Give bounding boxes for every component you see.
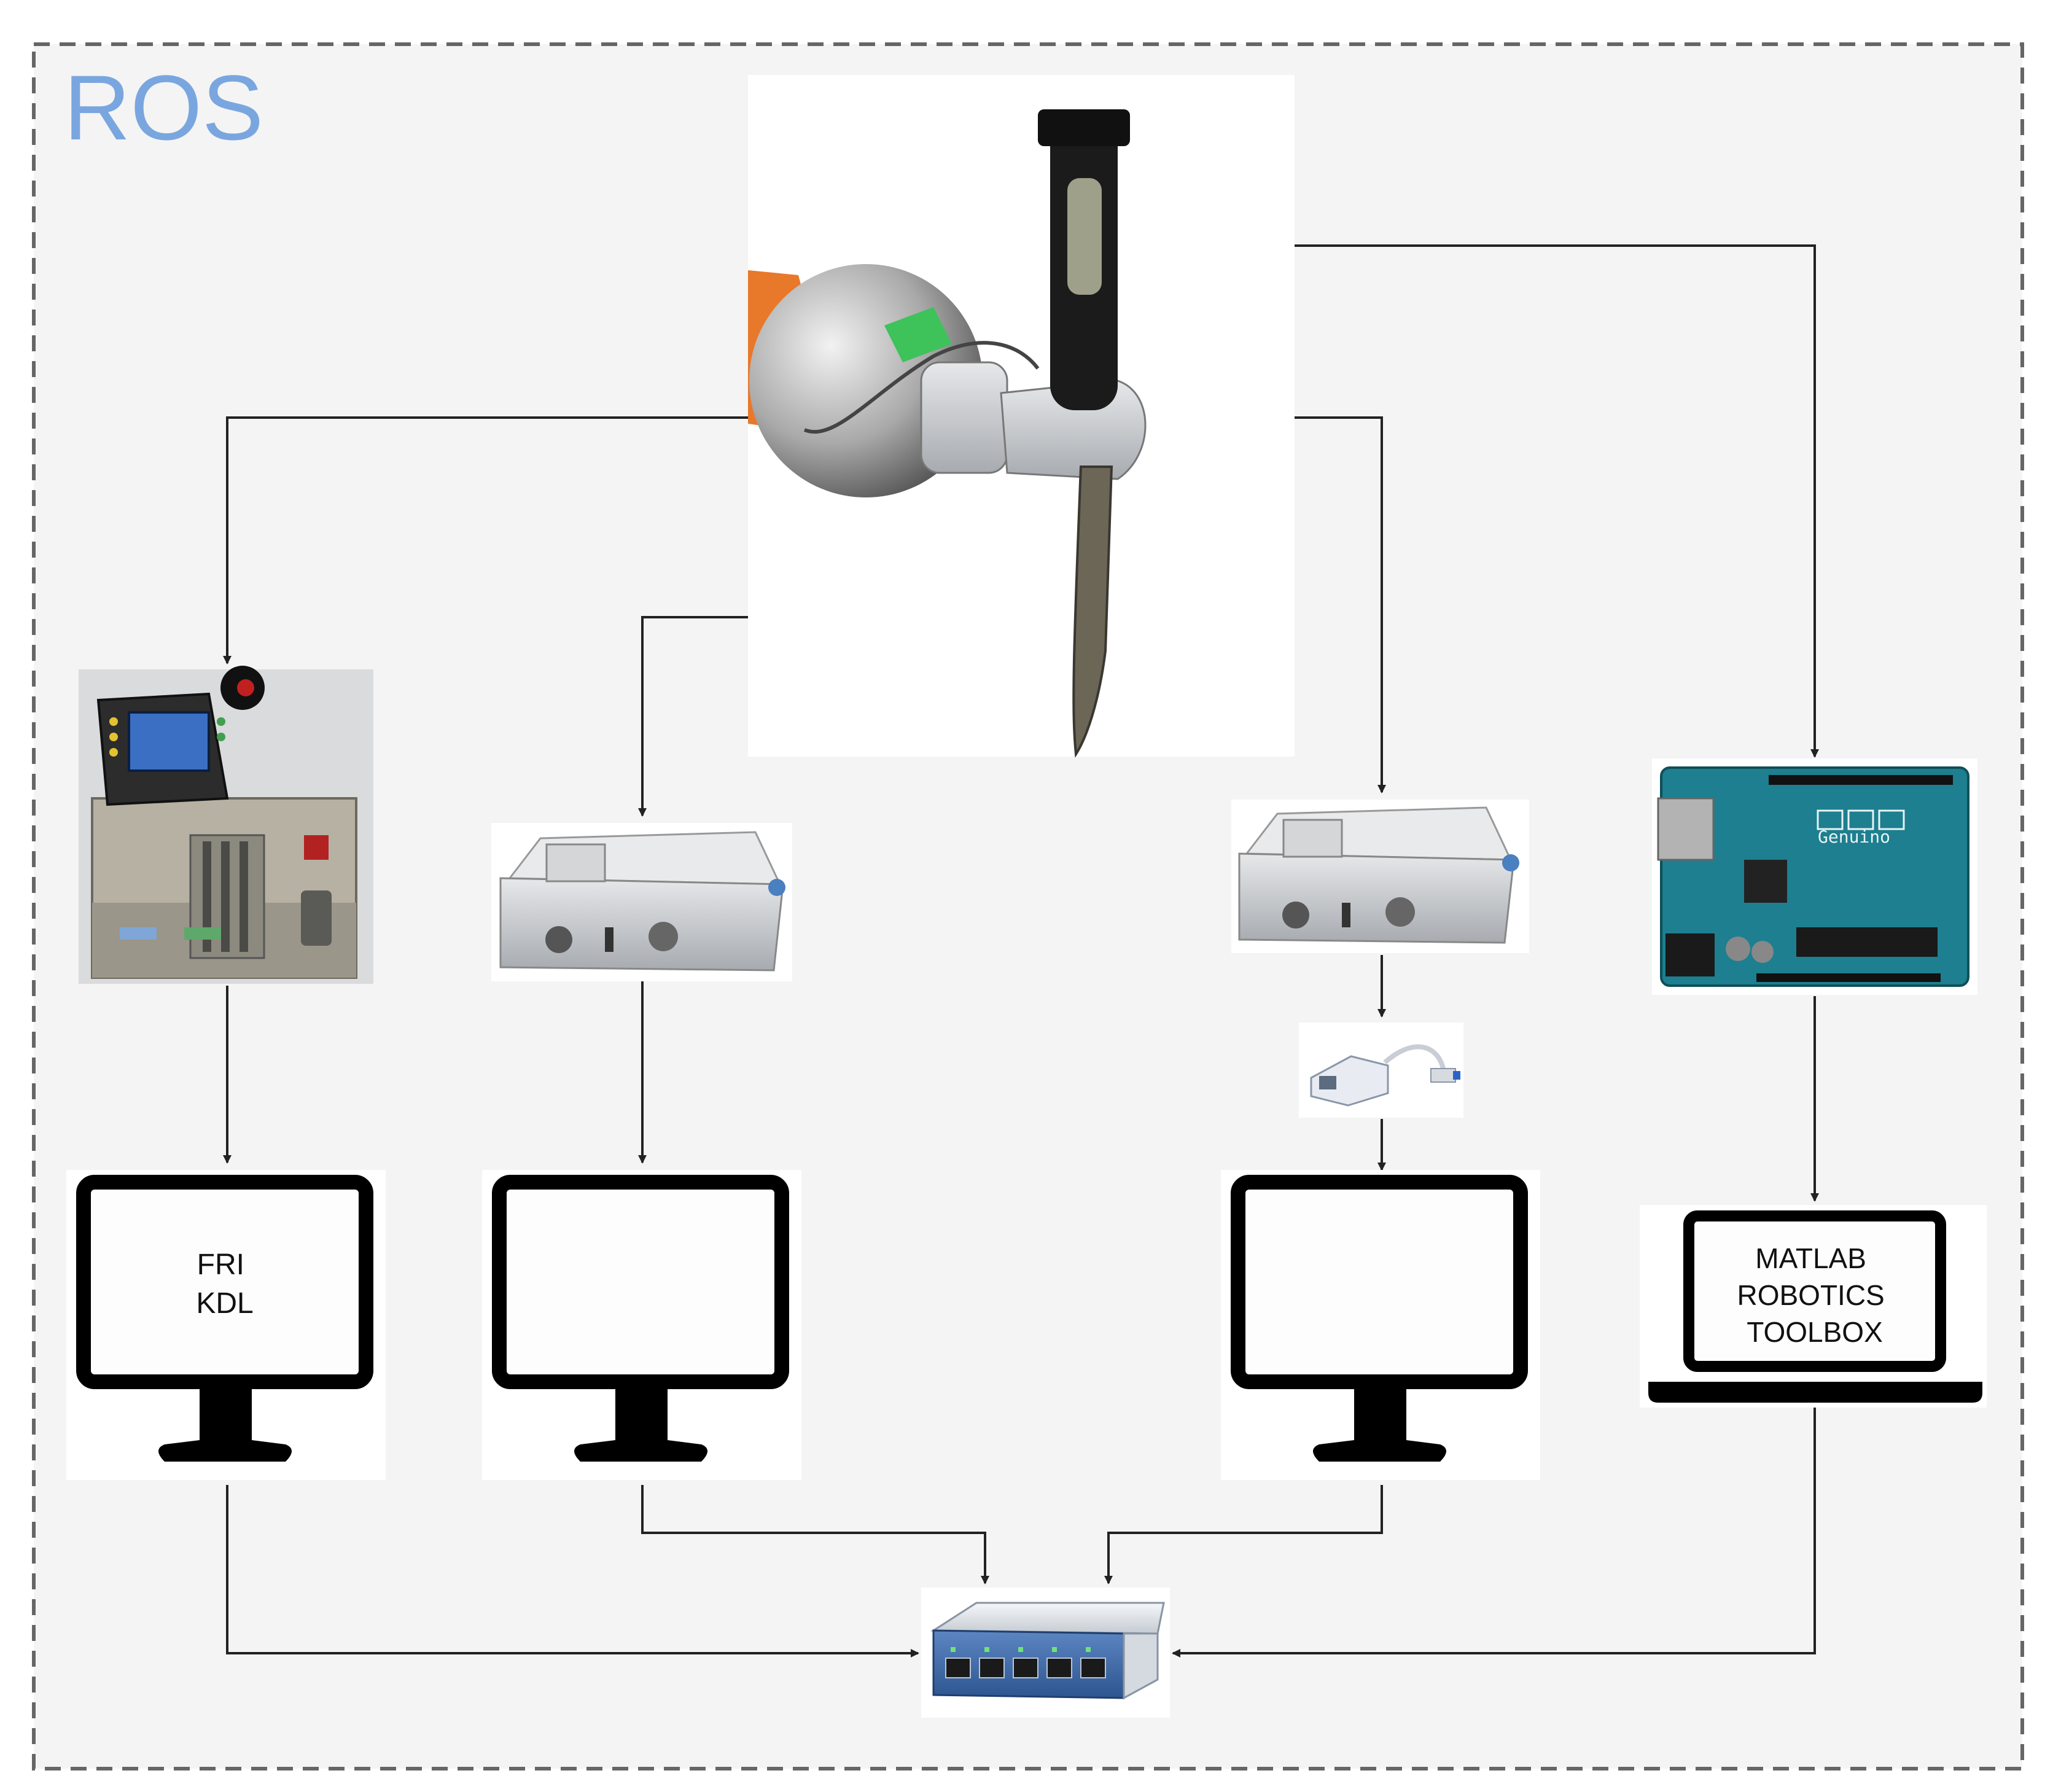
monitor-1-line-2: KDL [196,1287,253,1320]
laptop-icon [1683,1210,1946,1372]
monitor-3 [1221,1170,1540,1480]
monitor-1-line-1: FRI [197,1249,244,1281]
laptop-line-1: MATLAB [1755,1242,1866,1274]
force-sensor-box-photo-2 [1231,800,1529,953]
monitor-2 [482,1170,801,1480]
force-sensor-box-photo [491,823,792,981]
ros-container-label: ROS [64,56,264,159]
connector-robot-to-controller [223,416,750,664]
connector-monitor-2-to-switch [641,1485,989,1584]
connector-monitor-3-to-switch [1104,1485,1383,1584]
network-switch-icon [921,1587,1170,1718]
robot-arm-with-knife-photo [748,75,1295,758]
usb-ethernet-adapter-photo [1299,1023,1463,1118]
svg-text:MATLAB ROBOTICS TO: MATLAB ROBOTICS TOOLBOX [1737,1242,1892,1348]
monitor-icon [1231,1175,1528,1389]
connector-robot-to-arduino [1118,244,1819,758]
monitor-icon [76,1175,373,1389]
arduino-genuino-uno-photo: Genuino [1652,758,1977,995]
laptop: MATLAB ROBOTICS TOOLBOX [1640,1205,1987,1408]
laptop-line-3: TOOLBOX [1747,1316,1883,1348]
laptop-line-2: ROBOTICS [1737,1279,1884,1311]
connector-laptop-to-switch [1172,1406,1816,1658]
monitor-1: FRI KDL [66,1170,386,1480]
svg-text:FRI KDL: FRI KDL [196,1249,253,1320]
kuka-controller-with-teach-pendant-photo [79,666,373,984]
monitor-icon [492,1175,789,1389]
connector-monitor-1-to-switch [226,1485,919,1658]
